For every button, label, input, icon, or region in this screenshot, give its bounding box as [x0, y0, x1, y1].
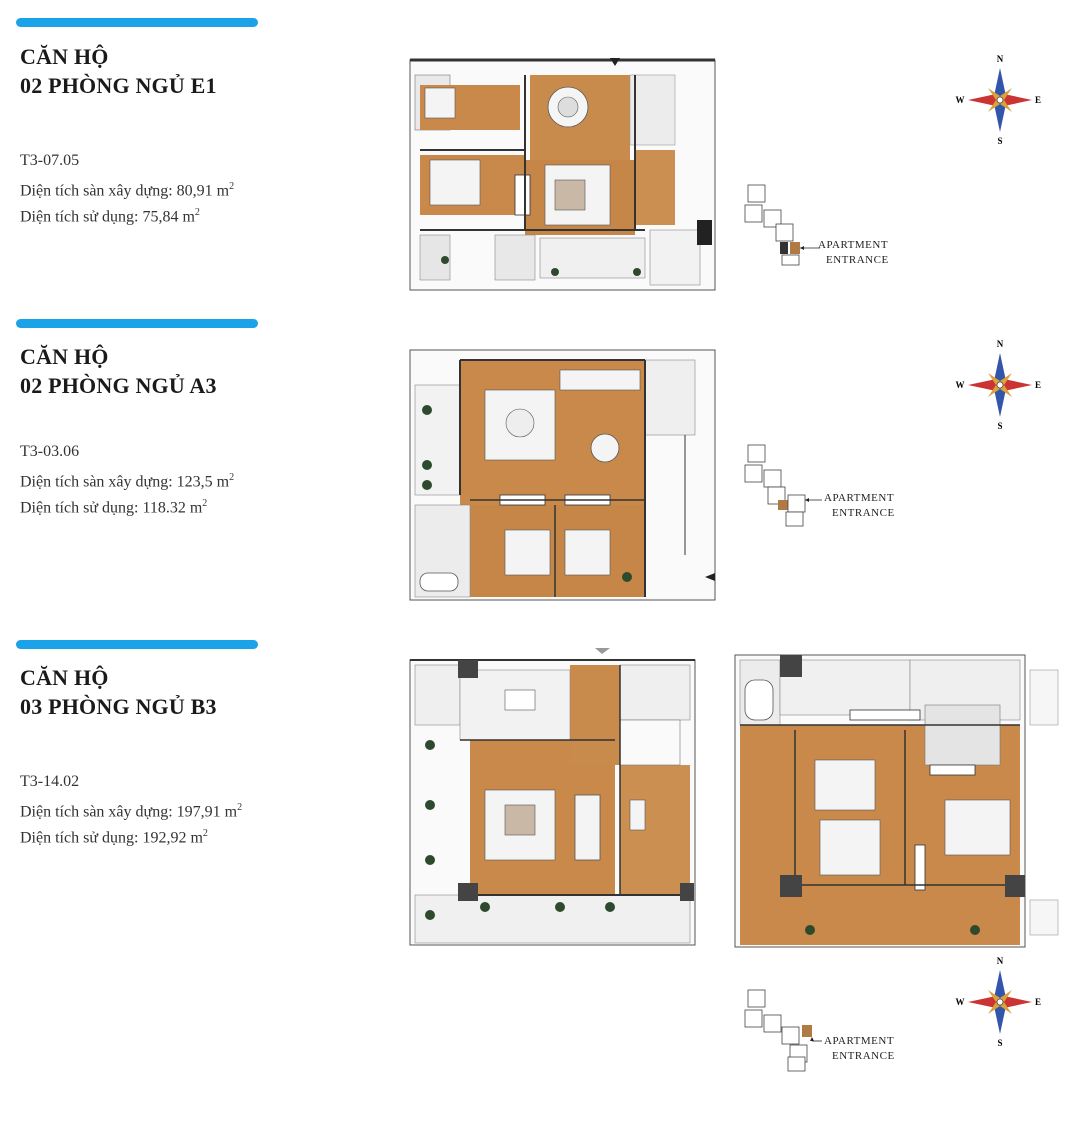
compass-rose: N S W E: [956, 956, 1042, 1048]
usable-area: Diện tích sử dụng: 118.32 m2: [20, 498, 208, 517]
svg-text:N: N: [997, 339, 1004, 349]
title-line-2: 02 PHÒNG NGỦ E1: [20, 73, 217, 98]
unit-title: CĂN HỘ 03 PHÒNG NGỦ B3: [20, 663, 217, 721]
location-key-map: [744, 444, 822, 527]
title-line-2: 03 PHÒNG NGỦ B3: [20, 694, 217, 719]
built-area: Diện tích sàn xây dựng: 197,91 m2: [20, 802, 243, 821]
unit-code: T3-07.05: [20, 152, 80, 169]
floor-plan-b3-upper: [734, 654, 1059, 948]
location-key-map: [744, 184, 820, 266]
area-info: Diện tích sàn xây dựng: 197,91 m2 Diện t…: [20, 797, 242, 850]
built-area: Diện tích sàn xây dựng: 80,91 m2: [20, 181, 235, 200]
accent-bar: [16, 319, 258, 328]
svg-text:E: E: [1035, 95, 1041, 105]
accent-bar: [16, 18, 258, 27]
floor-plan-a3: [409, 349, 716, 601]
svg-text:N: N: [997, 956, 1004, 966]
svg-text:E: E: [1035, 380, 1041, 390]
compass-rose: N S W E: [956, 339, 1042, 431]
built-area: Diện tích sàn xây dựng: 123,5 m2: [20, 472, 235, 491]
entrance-label: APARTMENT ENTRANCE: [818, 239, 889, 266]
title-line-1: CĂN HỘ: [20, 44, 109, 69]
entrance-label: APARTMENT ENTRANCE: [824, 1035, 895, 1062]
usable-area: Diện tích sử dụng: 192,92 m2: [20, 828, 208, 847]
title-line-2: 02 PHÒNG NGỦ A3: [20, 373, 217, 398]
compass-rose: N S W E: [956, 54, 1042, 146]
svg-text:W: W: [956, 997, 965, 1007]
title-line-1: CĂN HỘ: [20, 665, 109, 690]
floor-plan-e1: [409, 58, 716, 291]
svg-text:S: S: [997, 421, 1002, 431]
svg-text:W: W: [956, 380, 965, 390]
floor-plan-b3-lower: [409, 648, 696, 946]
svg-text:W: W: [956, 95, 965, 105]
svg-text:N: N: [997, 54, 1004, 64]
svg-text:S: S: [997, 136, 1002, 146]
usable-area: Diện tích sử dụng: 75,84 m2: [20, 207, 200, 226]
entrance-label: APARTMENT ENTRANCE: [824, 492, 895, 519]
area-info: Diện tích sàn xây dựng: 80,91 m2 Diện tí…: [20, 176, 234, 229]
unit-title: CĂN HỘ 02 PHÒNG NGỦ A3: [20, 342, 217, 400]
svg-text:E: E: [1035, 997, 1041, 1007]
area-info: Diện tích sàn xây dựng: 123,5 m2 Diện tí…: [20, 467, 234, 520]
unit-title: CĂN HỘ 02 PHÒNG NGỦ E1: [20, 42, 217, 100]
accent-bar: [16, 640, 258, 649]
svg-text:S: S: [997, 1038, 1002, 1048]
unit-code: T3-14.02: [20, 773, 80, 790]
title-line-1: CĂN HỘ: [20, 344, 109, 369]
unit-code: T3-03.06: [20, 443, 80, 460]
location-key-map: [744, 989, 822, 1072]
